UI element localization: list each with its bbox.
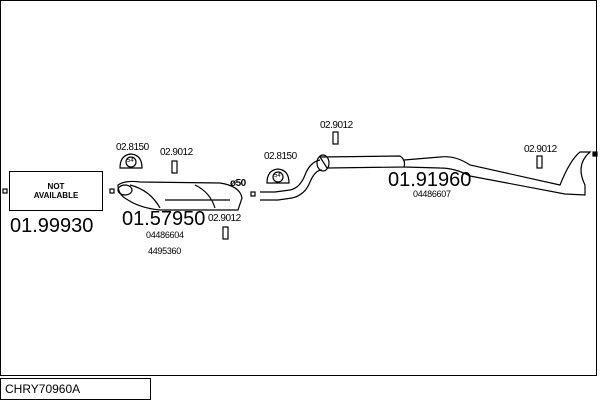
silencer-detail	[129, 184, 230, 209]
clamp-icon	[332, 131, 339, 145]
pipe-end	[316, 154, 330, 172]
rubber-hanger-icon	[266, 168, 290, 184]
rubber-hanger-icon	[119, 153, 143, 169]
hanger-label: 54	[274, 173, 281, 179]
rear-silencer	[117, 180, 243, 211]
ref-number: 04486604	[146, 230, 184, 240]
ref-number: 04486607	[413, 189, 451, 199]
clamp-icon	[171, 160, 178, 174]
vehicle-code: CHRY70960A	[0, 378, 151, 400]
accessory-number: 02.9012	[160, 147, 193, 158]
diameter-label: ø50	[230, 178, 246, 189]
accessory-number: 02.9012	[208, 213, 241, 224]
front-pipe	[260, 159, 323, 201]
hanger-label: 54	[127, 158, 134, 164]
connector-mark	[2, 188, 8, 194]
part-number: 01.91960	[388, 169, 472, 191]
clamp-icon	[536, 155, 543, 169]
connector-mark	[250, 191, 256, 197]
accessory-number: 02.8150	[264, 151, 297, 162]
ref-number: 4495360	[148, 246, 181, 256]
accessory-number: 02.8150	[116, 142, 149, 153]
na-text: AVAILABLE	[33, 191, 79, 200]
accessory-number: 02.9012	[524, 144, 557, 155]
frame	[0, 0, 597, 376]
pipe-end	[117, 184, 133, 196]
na-text: NOT	[47, 182, 65, 191]
connector-mark	[592, 151, 598, 157]
part-number: 01.57950	[122, 208, 206, 230]
clamp-icon	[222, 226, 229, 240]
middle-silencer	[318, 155, 406, 169]
accessory-number: 02.9012	[320, 120, 353, 131]
connector-mark	[109, 188, 115, 194]
tail-pipe	[403, 151, 592, 196]
part-number: 01.99930	[10, 215, 94, 237]
